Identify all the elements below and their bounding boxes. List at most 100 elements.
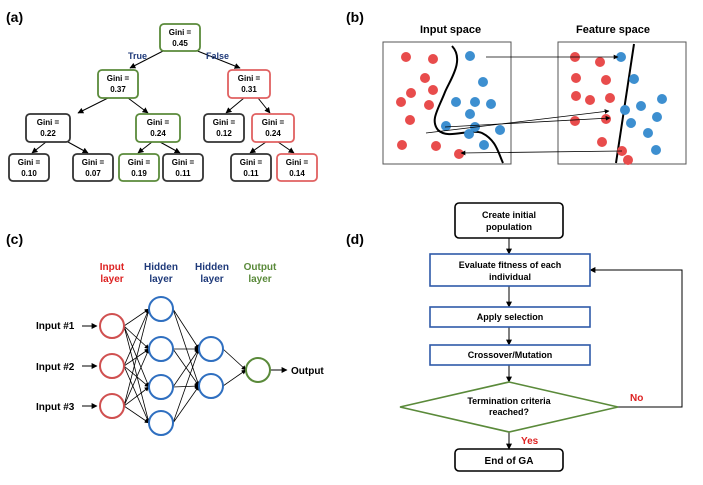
red-point xyxy=(597,137,607,147)
nn-connection xyxy=(172,308,200,350)
branch-true-label: True xyxy=(128,51,147,61)
tree-node: Gini = 0.11 xyxy=(162,153,204,182)
gini-label: Gini = xyxy=(213,118,236,127)
input-arrows xyxy=(82,323,288,409)
tree-node-box xyxy=(227,69,271,99)
red-point xyxy=(571,73,581,83)
tree-node: Gini =0.14 xyxy=(276,153,318,182)
tree-node: Gini = 0.37 xyxy=(97,69,139,99)
gini-value: 0.24 xyxy=(265,129,281,138)
panel-label-d: (d) xyxy=(346,231,364,247)
svm-points xyxy=(396,51,667,165)
tree-node: Gini =0.45 xyxy=(159,23,201,52)
gini-value: 0.11 xyxy=(243,169,259,178)
gini-value: 0.07 xyxy=(85,169,101,178)
nonlinear-boundary xyxy=(433,45,504,164)
tree-node: Gini =0.22 xyxy=(25,113,71,143)
gini-label: Gini = xyxy=(37,118,60,127)
gini-value: 0.12 xyxy=(216,129,232,138)
gini-label: Gini = xyxy=(172,158,195,167)
nn-connection xyxy=(172,348,200,388)
gini-label: Gini = xyxy=(128,158,151,167)
create-population-box xyxy=(454,202,564,239)
nn-connection xyxy=(123,325,151,424)
red-point xyxy=(420,73,430,83)
gini-value: 0.37 xyxy=(110,85,126,94)
red-point xyxy=(401,52,411,62)
termination-diamond xyxy=(399,381,619,433)
nn-connection xyxy=(123,308,150,367)
input-2-label: Input #2 xyxy=(36,362,75,373)
panel-label-c: (c) xyxy=(6,231,23,247)
red-point xyxy=(396,97,406,107)
blue-point xyxy=(636,101,646,111)
red-point xyxy=(428,85,438,95)
panel-label-a: (a) xyxy=(6,9,23,25)
nn-connection xyxy=(123,405,150,424)
tree-node-box xyxy=(276,153,318,182)
no-label: No xyxy=(630,393,643,404)
blue-point xyxy=(495,125,505,135)
input-3-label: Input #3 xyxy=(36,402,75,413)
neuron xyxy=(198,336,224,362)
red-point xyxy=(454,149,464,159)
nn-connection xyxy=(123,365,150,388)
neuron xyxy=(198,373,224,399)
blue-point xyxy=(657,94,667,104)
kernel-diagram: Input space Feature space xyxy=(382,24,687,165)
selection-box xyxy=(429,306,591,328)
blue-point xyxy=(451,97,461,107)
nn-connection xyxy=(172,348,200,424)
blue-point xyxy=(643,128,653,138)
blue-point xyxy=(652,112,662,122)
nn-connections xyxy=(123,308,247,424)
tree-node-box xyxy=(72,153,114,182)
end-of-ga-text: End of GA xyxy=(485,456,534,467)
ga-flowchart: Create initial population Evaluate fitne… xyxy=(399,202,683,472)
nn-connection xyxy=(172,385,200,424)
gini-value: 0.19 xyxy=(131,169,147,178)
tree-node-box xyxy=(162,153,204,182)
red-point xyxy=(405,115,415,125)
evaluate-fitness-line-2: individual xyxy=(489,272,531,282)
blue-point xyxy=(464,129,474,139)
blue-point xyxy=(629,74,639,84)
tree-node: Gini = 0.12 xyxy=(203,113,245,143)
nn-connection xyxy=(123,308,150,327)
gini-value: 0.14 xyxy=(289,169,305,178)
gini-value: 0.11 xyxy=(175,169,191,178)
crossover-text: Crossover/Mutation xyxy=(468,350,553,360)
tree-node: Gini = 0.07 xyxy=(72,153,114,182)
red-point xyxy=(431,141,441,151)
red-point xyxy=(605,93,615,103)
red-point xyxy=(623,155,633,165)
panel-label-b: (b) xyxy=(346,9,364,25)
gini-label: Gini = xyxy=(107,74,130,83)
tree-node-box xyxy=(8,153,50,182)
blue-point xyxy=(479,140,489,150)
output-label: Output xyxy=(291,366,324,377)
neuron xyxy=(148,374,174,400)
gini-label: Gini = xyxy=(82,158,105,167)
crossover-box xyxy=(429,344,591,366)
tree-node: Gini =0.31 xyxy=(227,69,271,99)
tree-node-box xyxy=(159,23,201,52)
nn-connection xyxy=(123,386,150,407)
blue-point xyxy=(626,118,636,128)
red-point xyxy=(397,140,407,150)
linear-boundary xyxy=(615,43,635,164)
blue-point xyxy=(470,97,480,107)
yes-label: Yes xyxy=(521,436,539,447)
feature-space-title: Feature space xyxy=(576,24,650,36)
gini-label: Gini = xyxy=(169,28,192,37)
red-point xyxy=(406,88,416,98)
red-point xyxy=(595,57,605,67)
evaluate-fitness-box xyxy=(429,253,591,287)
gini-value: 0.31 xyxy=(241,85,257,94)
